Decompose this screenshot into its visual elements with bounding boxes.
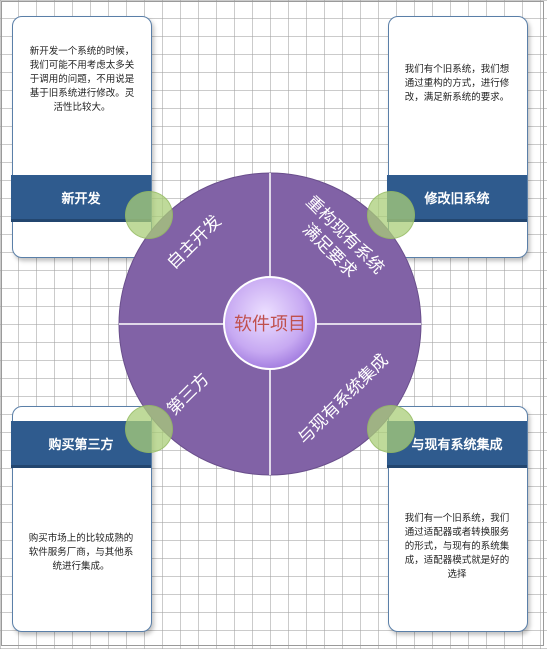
text-line: 我们有个旧系统，我们想 xyxy=(404,64,510,75)
text-line: 统进行集成。 xyxy=(52,561,110,572)
center-label: 软件项目 xyxy=(234,314,306,335)
text-line: 选择 xyxy=(447,569,467,580)
text-line: 通过重构的方式，进行修 xyxy=(404,78,510,89)
text-line: 基于旧系统进行修改。灵 xyxy=(29,88,135,99)
card-buy-third-party-text: 购买市场上的比较成熟的 软件服务厂商，与其他系 统进行集成。 xyxy=(12,532,150,574)
text-line: 成，适配器模式就是好的 xyxy=(404,555,510,566)
card-modify-old-system-text: 我们有个旧系统，我们想 通过重构的方式，进行修 改，满足新系统的要求。 xyxy=(388,63,526,105)
text-line: 新开发一个系统的时候， xyxy=(29,46,135,57)
text-line: 我们有一个旧系统，我们 xyxy=(404,513,510,524)
text-line: 购买市场上的比较成熟的 xyxy=(28,533,134,544)
connector-dot-bottom-right xyxy=(367,405,415,453)
card-integrate-existing-text: 我们有一个旧系统，我们 通过适配器或者转换服务 的形式，与现有的系统集 成，适配… xyxy=(386,512,528,582)
text-line: 改，满足新系统的要求。 xyxy=(404,92,510,103)
text-line: 于调用的问题，不用说是 xyxy=(29,74,135,85)
text-line: 的形式，与现有的系统集 xyxy=(404,541,510,552)
connector-dot-bottom-left xyxy=(125,405,173,453)
label-modify-old-system: 修改旧系统 xyxy=(387,175,527,222)
text-line: 通过适配器或者转换服务 xyxy=(404,527,510,538)
card-new-development-text: 新开发一个系统的时候， 我们可能不用考虑太多关 于调用的问题，不用说是 基于旧系… xyxy=(14,45,150,115)
connector-dot-top-right xyxy=(367,191,415,239)
center-node xyxy=(223,276,317,370)
text-line: 软件服务厂商，与其他系 xyxy=(28,547,134,558)
text-line: 我们可能不用考虑太多关 xyxy=(29,60,135,71)
text-line: 活性比较大。 xyxy=(53,102,111,113)
connector-dot-top-left xyxy=(125,191,173,239)
